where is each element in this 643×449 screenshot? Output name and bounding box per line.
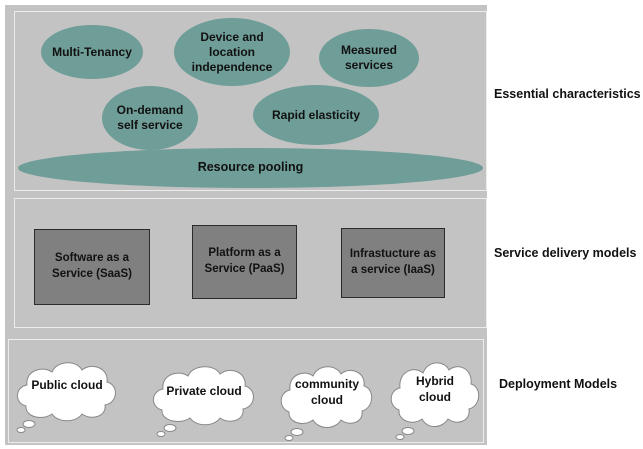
private-cloud-text: Private cloud [166, 383, 242, 398]
resource-pooling-text: Resource pooling [197, 160, 304, 175]
paas-box: Platform as a Service (PaaS) [192, 225, 297, 299]
saas-box: Software as a Service (SaaS) [34, 229, 150, 305]
ellipse-measured-services: Measured services [319, 29, 419, 87]
diagram-background: Multi-Tenancy Device and location indepe… [5, 5, 487, 445]
essential-label: Essential characteristics [494, 87, 641, 101]
ellipse-multi-tenancy: Multi-Tenancy [41, 25, 143, 79]
ellipse-rapid-elasticity: Rapid elasticity [253, 85, 379, 145]
community-cloud: community cloud [277, 358, 377, 442]
hybrid-cloud-shape [390, 362, 480, 440]
public-cloud-shape [16, 362, 116, 433]
essential-panel: Multi-Tenancy Device and location indepe… [14, 11, 487, 191]
iaas-text: Infrastucture as a service (IaaS) [349, 248, 437, 276]
paas-text: Platform as a Service (PaaS) [204, 247, 285, 275]
ellipse-resource-pooling: Resource pooling [18, 148, 483, 188]
measured-services-text: Measured services [340, 43, 398, 72]
service-panel: Software as a Service (SaaS) Platform as… [14, 198, 487, 328]
private-cloud-shape [153, 366, 254, 437]
public-cloud-text: Public cloud [31, 377, 103, 392]
deployment-panel: Public cloud Private cloud community clo… [8, 339, 484, 443]
saas-text: Software as a Service (SaaS) [52, 252, 132, 280]
private-cloud: Private cloud [148, 358, 260, 438]
service-label: Service delivery models [494, 246, 637, 260]
community-cloud-text: community cloud [294, 376, 359, 407]
device-location-text: Device and location independence [191, 29, 273, 74]
hybrid-cloud: Hybrid cloud [387, 354, 483, 442]
rapid-elasticity-text: Rapid elasticity [271, 107, 361, 122]
public-cloud: Public cloud [12, 354, 122, 434]
ellipse-device-location: Device and location independence [174, 18, 290, 86]
ellipse-on-demand: On-demand self service [102, 86, 198, 150]
deployment-label: Deployment Models [499, 377, 618, 391]
hybrid-cloud-text: Hybrid cloud [415, 373, 454, 404]
multi-tenancy-text: Multi-Tenancy [52, 44, 132, 59]
on-demand-text: On-demand self service [116, 103, 184, 132]
iaas-box: Infrastucture as a service (IaaS) [341, 228, 445, 298]
community-cloud-shape [280, 366, 373, 441]
